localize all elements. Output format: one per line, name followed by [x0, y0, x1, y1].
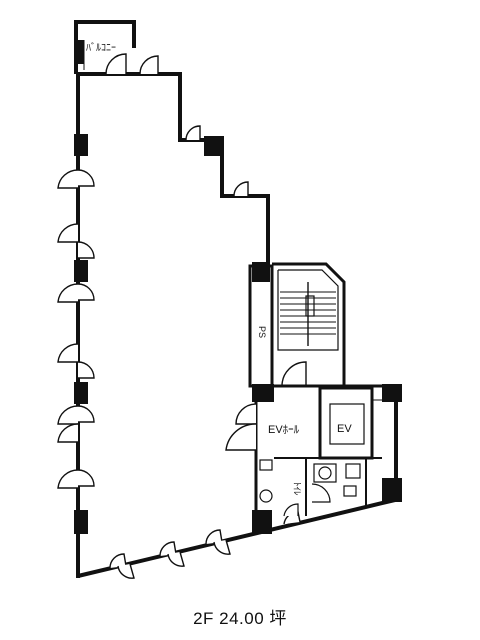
bottom-wall: [77, 498, 396, 578]
door-swing: [281, 361, 307, 387]
window-swing: [77, 361, 95, 379]
door-swing: [185, 125, 201, 141]
outer-walls: [74, 20, 398, 578]
toilet-fixture: [313, 463, 337, 483]
tank: [259, 459, 273, 471]
window-swing: [77, 169, 95, 187]
left-windows: [57, 169, 95, 489]
window-swing: [213, 539, 231, 555]
ev-hall-label: EVﾎｰﾙ: [268, 424, 300, 436]
window-swing: [77, 469, 95, 487]
column: [74, 510, 88, 534]
window-swing: [77, 405, 95, 423]
stair-treads: [280, 282, 336, 346]
stepped-wall: [162, 72, 270, 262]
ev-area: EVﾎｰﾙ EV ﾄｲﾚ: [225, 384, 396, 517]
window-swing: [205, 529, 223, 545]
door-swing: [233, 181, 249, 197]
stair-enclosure-inner: [277, 269, 339, 351]
window-swing: [57, 223, 79, 243]
window-swing: [57, 343, 79, 363]
toilet-bowl: [318, 466, 332, 480]
window-swing: [57, 169, 79, 189]
column: [382, 478, 402, 502]
window-swing: [117, 563, 135, 579]
wash-basin: [259, 489, 273, 503]
ps-label: PS: [257, 326, 267, 338]
stepped-doors: [105, 53, 249, 197]
window-swing: [57, 469, 79, 489]
core: PS: [248, 262, 346, 388]
stair-enclosure: [272, 262, 346, 386]
balcony-label: ﾊﾞﾙｺﾆｰ: [86, 42, 116, 54]
window-swing: [159, 541, 177, 557]
window-swing: [109, 553, 127, 569]
window-swing: [57, 405, 79, 425]
window-swing: [57, 423, 79, 443]
toilet-label: ﾄｲﾚ: [292, 482, 302, 496]
window-swing: [167, 551, 185, 567]
ev-label: EV: [337, 423, 352, 435]
floor-caption: 2F 24.00 坪: [193, 609, 287, 628]
floor-plan: ﾊﾞﾙｺﾆｰ PS EVﾎｰﾙ: [57, 20, 402, 579]
door-swing: [139, 55, 159, 75]
column: [74, 134, 88, 156]
window-swing: [77, 241, 95, 259]
column: [204, 136, 224, 156]
door-swing: [311, 483, 331, 503]
balcony: ﾊﾞﾙｺﾆｰ: [76, 40, 116, 70]
door-swing: [225, 423, 257, 451]
window-swing: [77, 283, 95, 301]
column: [252, 510, 272, 534]
window-swing: [57, 283, 79, 303]
fixture: [343, 485, 357, 497]
door-swing: [283, 503, 299, 517]
column: [74, 260, 88, 282]
door-swing: [235, 403, 257, 425]
column: [382, 384, 402, 402]
door-swing: [105, 53, 127, 75]
column: [74, 382, 88, 404]
ev-car: [329, 403, 365, 445]
balcony-post: [76, 40, 84, 64]
sink: [345, 463, 361, 479]
